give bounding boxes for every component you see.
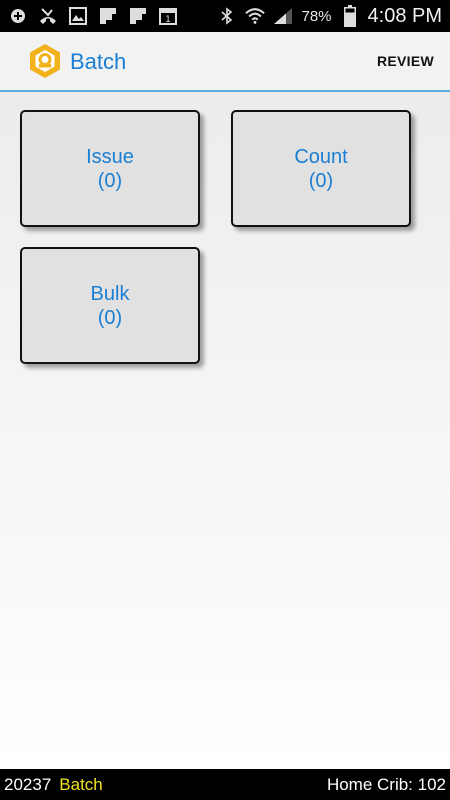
image-icon: [68, 6, 88, 26]
svg-text:1: 1: [165, 15, 171, 25]
crib-label: Home Crib: 102: [326, 775, 446, 794]
action-bar: Batch REVIEW: [0, 32, 450, 92]
flipboard-icon: [98, 6, 118, 26]
tile-label: Bulk: [90, 282, 130, 305]
missed-call-icon: [38, 6, 58, 26]
status-bar: 1 78% 4:08 PM: [0, 0, 450, 32]
tile-label: Issue: [86, 145, 134, 168]
issue-tile-button[interactable]: Issue (0): [20, 110, 200, 227]
mode-label: Batch: [59, 775, 103, 794]
clock: 4:08 PM: [367, 4, 442, 27]
add-icon: [8, 6, 28, 26]
tile-count: (0): [97, 169, 123, 192]
tile-count: (0): [308, 169, 334, 192]
battery-percent: 78%: [301, 7, 332, 25]
user-id: 20237: [4, 775, 52, 794]
signal-icon: [273, 6, 293, 26]
count-tile-button[interactable]: Count (0): [231, 110, 411, 227]
tile-label: Count: [294, 145, 348, 168]
notification-icons: 1: [8, 6, 178, 26]
bottom-status-bar: 20237 Batch Home Crib: 102: [0, 769, 450, 800]
battery-icon: [340, 5, 360, 27]
page-title: Batch: [70, 49, 127, 74]
bulk-tile-button[interactable]: Bulk (0): [20, 247, 200, 364]
bluetooth-icon: [217, 6, 237, 26]
wifi-icon: [245, 6, 266, 26]
calendar-icon: 1: [158, 6, 178, 26]
batch-tiles-area: Issue (0) Count (0) Bulk (0): [0, 92, 450, 769]
tile-count: (0): [97, 306, 123, 329]
flipboard-icon: [128, 6, 148, 26]
app-logo-icon[interactable]: [26, 42, 64, 80]
session-info: 20237 Batch: [4, 775, 103, 795]
system-icons: 78% 4:08 PM: [217, 0, 442, 32]
review-button[interactable]: REVIEW: [376, 53, 434, 69]
